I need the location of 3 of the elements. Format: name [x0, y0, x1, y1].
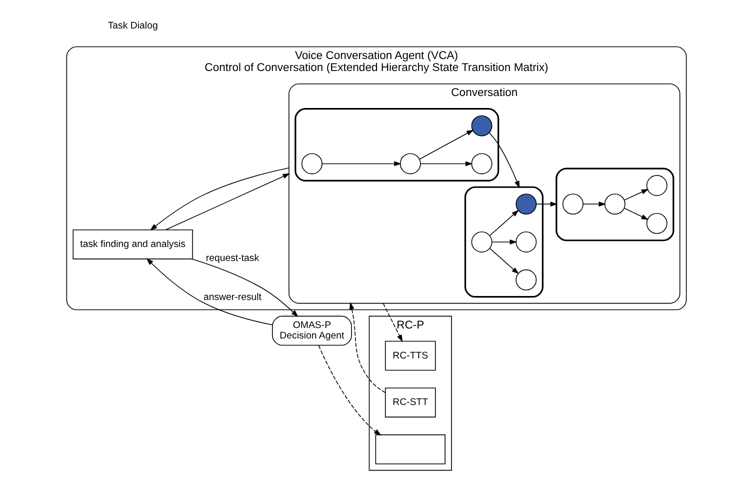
edge-label: request-task [205, 253, 259, 264]
label: Task Dialog [107, 20, 158, 32]
edge-label: answer-result [202, 292, 262, 303]
